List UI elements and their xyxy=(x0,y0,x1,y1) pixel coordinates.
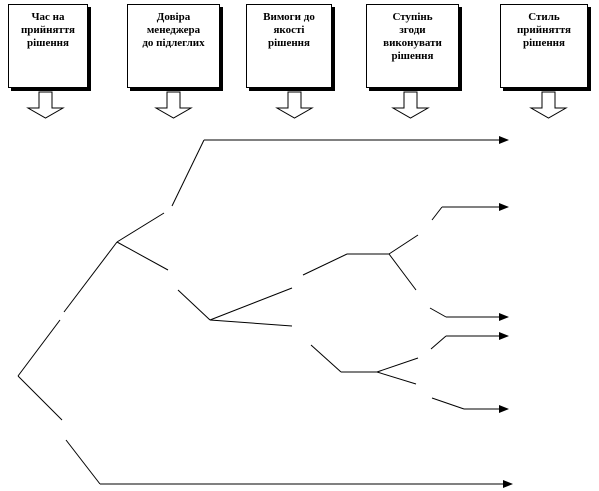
tree-branch xyxy=(63,241,118,313)
tree-branch xyxy=(177,289,211,321)
tree-branch xyxy=(431,397,465,410)
tree-branch xyxy=(17,375,63,421)
down-block-arrow xyxy=(275,91,314,119)
header-label-decision-time: Час на прийняття рішення xyxy=(20,11,76,49)
tree-branch xyxy=(209,287,293,321)
tree-branch xyxy=(116,241,169,271)
header-box-decision-style: Стиль прийняття рішення xyxy=(500,4,588,88)
header-box-manager-trust: Довіра менеджера до підлеглих xyxy=(127,4,220,88)
tree-branch xyxy=(171,139,205,207)
header-box-decision-time: Час на прийняття рішення xyxy=(8,4,88,88)
header-label-quality-requirements: Вимоги до якості рішення xyxy=(263,11,315,49)
tree-branch xyxy=(209,319,293,327)
tree-branch xyxy=(376,371,417,385)
header-box-agreement-degree: Ступінь згоди виконувати рішення xyxy=(366,4,459,88)
tree-branch xyxy=(17,319,61,377)
tree-branch xyxy=(310,344,342,373)
tree-branch xyxy=(431,206,443,221)
header-label-manager-trust: Довіра менеджера до підлеглих xyxy=(142,11,205,49)
down-block-arrow xyxy=(529,91,568,119)
tree-branch xyxy=(116,212,165,243)
down-block-arrow xyxy=(154,91,193,119)
header-label-agreement-degree: Ступінь згоди виконувати рішення xyxy=(383,11,442,62)
tree-branch xyxy=(65,439,101,485)
tree-branch xyxy=(302,253,348,276)
tree-branch xyxy=(388,234,419,255)
header-box-quality-requirements: Вимоги до якості рішення xyxy=(246,4,332,88)
tree-branch xyxy=(430,335,447,350)
tree-branch xyxy=(388,253,417,291)
tree-branch xyxy=(429,307,447,318)
down-block-arrow xyxy=(26,91,65,119)
tree-branch xyxy=(376,357,419,373)
header-label-decision-style: Стиль прийняття рішення xyxy=(516,11,572,49)
down-block-arrow xyxy=(391,91,430,119)
